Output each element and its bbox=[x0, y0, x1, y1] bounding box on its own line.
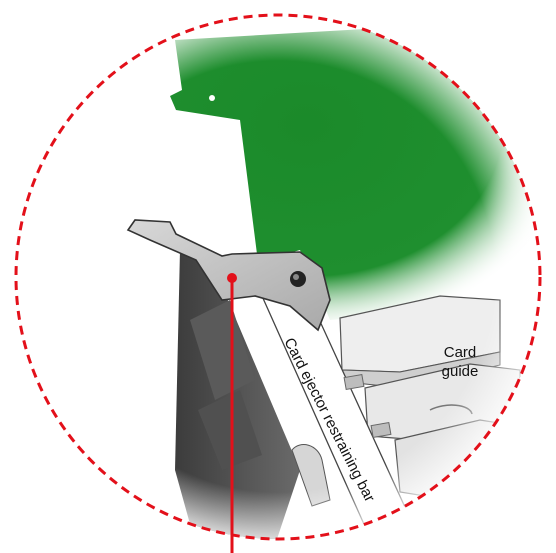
card-guide-label: Card bbox=[444, 344, 477, 361]
card-guide-label-line2: guide bbox=[442, 363, 479, 380]
